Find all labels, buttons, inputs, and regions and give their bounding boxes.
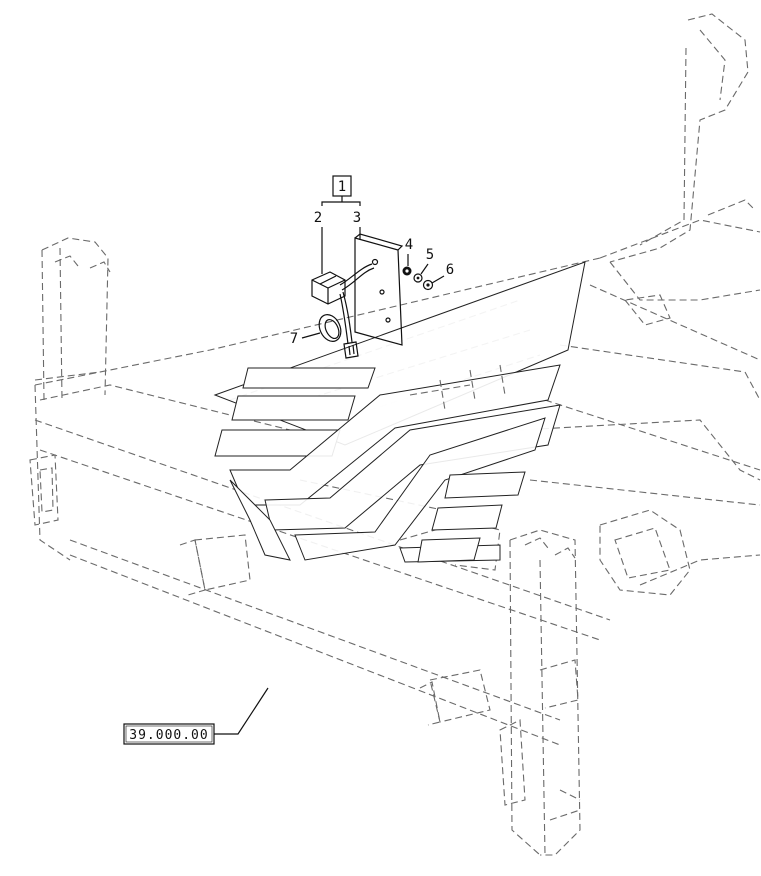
callout-6-label: 6 bbox=[446, 262, 454, 278]
group-callout-label: 1 bbox=[338, 179, 346, 195]
switch-assembly bbox=[311, 263, 375, 359]
guard-panels bbox=[213, 261, 586, 563]
callout-6: 6 bbox=[431, 262, 454, 284]
cable-tie bbox=[318, 314, 342, 342]
callout-5-label: 5 bbox=[426, 247, 434, 263]
washer-5 bbox=[413, 273, 423, 283]
callout-7: 7 bbox=[290, 331, 321, 347]
callout-7-label: 7 bbox=[290, 331, 298, 347]
nut-6 bbox=[422, 279, 434, 291]
fasteners bbox=[402, 266, 434, 291]
callout-4-label: 4 bbox=[405, 237, 413, 253]
callout-3-label: 3 bbox=[353, 210, 361, 226]
callout-4: 4 bbox=[405, 237, 413, 266]
callout-5: 5 bbox=[420, 247, 434, 275]
reference-label[interactable]: 39.000.00 bbox=[129, 728, 208, 743]
callout-2: 2 bbox=[314, 210, 323, 274]
callout-3: 3 bbox=[353, 210, 361, 240]
reference-callout[interactable]: 39.000.00 bbox=[123, 687, 269, 745]
callout-2-label: 2 bbox=[314, 210, 322, 226]
callout-group-1: 1 bbox=[321, 175, 361, 206]
bracket-plate bbox=[354, 233, 404, 346]
